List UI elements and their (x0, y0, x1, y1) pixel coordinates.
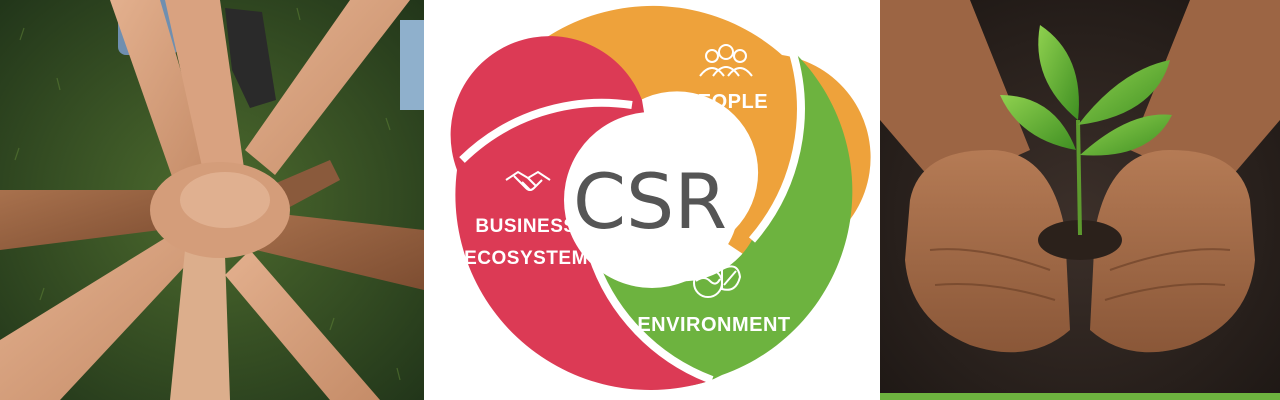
label-ecosystem: ECOSYSTEM (464, 248, 588, 269)
csr-diagram: CSR PEOPLE ENVIRONMENT (424, 0, 880, 400)
green-bottom-strip (880, 393, 1280, 400)
csr-center-label: CSR (573, 157, 727, 246)
label-environment: ENVIRONMENT (637, 314, 790, 336)
shoe (225, 8, 276, 108)
right-forearm (1130, 0, 1280, 190)
left-forearm (880, 0, 1030, 190)
seedling-illustration (880, 0, 1280, 400)
people-group-icon (699, 44, 753, 77)
seedling-leaves (1000, 25, 1172, 156)
seedling-hands-photo (880, 0, 1280, 400)
csr-swirl: CSR PEOPLE ENVIRONMENT (450, 5, 871, 390)
handshake-icon (505, 170, 551, 191)
label-business: BUSINESS (475, 216, 576, 237)
globe-leaf-icon (693, 265, 742, 298)
seedling-stem (1076, 119, 1082, 236)
jeans-right (400, 20, 424, 110)
csr-center-circle (564, 112, 740, 288)
right-hand (1090, 150, 1255, 353)
hands-together-photo (0, 0, 424, 400)
hands-together-illustration (0, 0, 424, 400)
label-people: PEOPLE (684, 91, 768, 113)
finger-lines (929, 248, 1231, 301)
left-hand (905, 150, 1070, 353)
segment-environment (581, 50, 853, 387)
soil-mound (1038, 220, 1122, 260)
